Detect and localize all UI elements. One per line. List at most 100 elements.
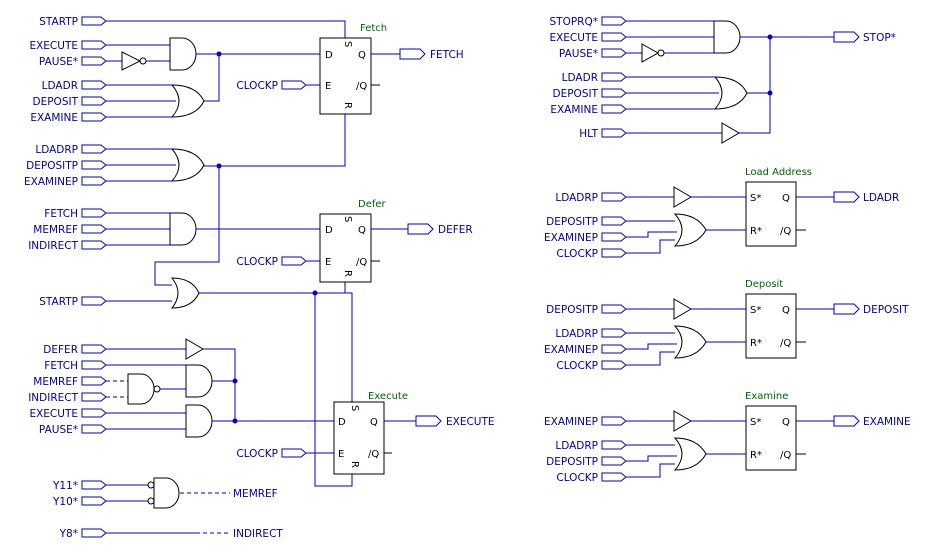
- label-indirect: INDIRECT: [28, 240, 78, 252]
- left-input-connectors: [81, 16, 307, 538]
- load-address-pin-q: Q: [782, 193, 790, 204]
- deposit-title: Deposit: [745, 279, 783, 290]
- defer-title: Defer: [358, 199, 387, 210]
- label-memref: MEMREF: [33, 224, 78, 236]
- label-examine: EXAMINE: [30, 112, 78, 124]
- deposit-pin-nq: /Q: [780, 338, 791, 349]
- label-ldadr: LDADR: [42, 80, 78, 92]
- fetch-pin-r: R: [342, 102, 353, 109]
- label-ldadrp: LDADRP: [35, 144, 78, 156]
- deposit-pin-q: Q: [782, 305, 790, 316]
- right-gates: [641, 20, 748, 471]
- label-depositp-r1: DEPOSITP: [546, 216, 598, 228]
- label-pause2: PAUSE*: [39, 424, 78, 436]
- label-deposit-r: DEPOSIT: [553, 88, 599, 100]
- label-fetch2: FETCH: [44, 360, 78, 372]
- load-address-title: Load Address: [745, 167, 812, 178]
- defer-pin-q: Q: [358, 225, 366, 236]
- left-input-labels: STARTP EXECUTE PAUSE* LDADR DEPOSIT EXAM…: [24, 16, 278, 540]
- examine-pin-r: R*: [750, 450, 762, 461]
- label-clockp-defer: CLOCKP: [236, 256, 278, 268]
- label-ldadrp-r2: LDADRP: [555, 328, 598, 340]
- output-defer: DEFER: [438, 224, 473, 236]
- execute-pin-e: E: [338, 449, 344, 460]
- right-outputs: STOP* LDADR DEPOSIT EXAMINE: [833, 31, 911, 428]
- fetch-title: Fetch: [360, 23, 387, 34]
- fetch-pin-nq: /Q: [356, 81, 367, 92]
- label-clockp-r1: CLOCKP: [556, 248, 598, 260]
- label-indirect2: INDIRECT: [28, 392, 78, 404]
- label-memref2: MEMREF: [33, 376, 78, 388]
- label-pause: PAUSE*: [39, 56, 78, 68]
- right-input-connectors: [601, 16, 627, 482]
- fetch-pin-q: Q: [358, 50, 366, 61]
- left-outputs: FETCH DEFER EXECUTE MEMREF INDIRECT: [233, 48, 495, 540]
- label-deposit: DEPOSIT: [33, 96, 79, 108]
- examine-pin-q: Q: [782, 417, 790, 428]
- label-startp-top: STARTP: [39, 16, 78, 28]
- label-y8: Y8*: [59, 528, 78, 540]
- label-examine-r: EXAMINE: [550, 104, 598, 116]
- fetch-pin-d: D: [325, 50, 333, 61]
- output-stop: STOP*: [863, 32, 896, 44]
- deposit-pin-r: R*: [750, 338, 762, 349]
- examine-flipflop: Examine S* R* Q /Q: [745, 391, 797, 471]
- deposit-pin-s: S*: [750, 305, 761, 316]
- load-address-pin-s: S*: [750, 193, 761, 204]
- label-clockp-r2: CLOCKP: [556, 360, 598, 372]
- label-examinep-r3: EXAMINEP: [544, 416, 598, 428]
- label-depositp-r3: DEPOSITP: [546, 456, 598, 468]
- label-clockp-execute: CLOCKP: [236, 448, 278, 460]
- fetch-flipflop: Fetch D E Q /Q S R: [319, 23, 387, 115]
- left-wires: [106, 20, 416, 534]
- output-memref: MEMREF: [233, 488, 278, 500]
- defer-pin-r: R: [342, 270, 353, 277]
- label-ldadr-r: LDADR: [562, 72, 598, 84]
- execute-pin-s: S: [349, 405, 360, 411]
- label-pause-r: PAUSE*: [559, 48, 598, 60]
- output-deposit: DEPOSIT: [863, 304, 909, 316]
- label-ldadrp-r1: LDADRP: [555, 192, 598, 204]
- fetch-pin-e: E: [325, 81, 331, 92]
- examine-pin-nq: /Q: [780, 450, 791, 461]
- defer-pin-e: E: [325, 257, 331, 268]
- label-execute-r: EXECUTE: [549, 32, 598, 44]
- execute-pin-d: D: [338, 417, 346, 428]
- defer-pin-d: D: [325, 225, 333, 236]
- defer-pin-s: S: [342, 216, 353, 222]
- label-examinep-r2: EXAMINEP: [544, 344, 598, 356]
- output-examine: EXAMINE: [863, 416, 911, 428]
- label-clockp-fetch: CLOCKP: [236, 80, 278, 92]
- left-junctions: [216, 51, 318, 424]
- label-execute: EXECUTE: [29, 40, 78, 52]
- examine-pin-s: S*: [750, 417, 761, 428]
- label-y11: Y11*: [52, 480, 78, 492]
- label-y10: Y10*: [52, 496, 78, 508]
- execute-pin-q: Q: [370, 417, 378, 428]
- label-defer: DEFER: [43, 344, 78, 356]
- load-address-pin-nq: /Q: [780, 226, 791, 237]
- label-depositp-r2: DEPOSITP: [546, 304, 598, 316]
- label-ldadrp-r3: LDADRP: [555, 440, 598, 452]
- label-examinep: EXAMINEP: [24, 176, 78, 188]
- label-fetch: FETCH: [44, 208, 78, 220]
- label-execute2: EXECUTE: [29, 408, 78, 420]
- execute-title: Execute: [368, 391, 408, 402]
- label-hlt: HLT: [579, 128, 598, 140]
- output-indirect: INDIRECT: [233, 528, 283, 540]
- label-startp-mid: STARTP: [39, 296, 78, 308]
- label-stoprq: STOPRQ*: [550, 16, 599, 28]
- right-junctions: [767, 34, 773, 96]
- execute-flipflop: Execute D E Q /Q S R: [333, 391, 408, 475]
- right-input-labels: STOPRQ* EXECUTE PAUSE* LDADR DEPOSIT EXA…: [544, 16, 599, 484]
- defer-flipflop: Defer D E Q /Q S R: [319, 199, 387, 283]
- examine-title: Examine: [745, 391, 788, 402]
- output-ldadr: LDADR: [863, 192, 899, 204]
- load-address-pin-r: R*: [750, 226, 762, 237]
- output-fetch: FETCH: [430, 49, 464, 61]
- deposit-flipflop: Deposit S* R* Q /Q: [745, 279, 797, 359]
- label-examinep-r1: EXAMINEP: [544, 232, 598, 244]
- label-clockp-r3: CLOCKP: [556, 472, 598, 484]
